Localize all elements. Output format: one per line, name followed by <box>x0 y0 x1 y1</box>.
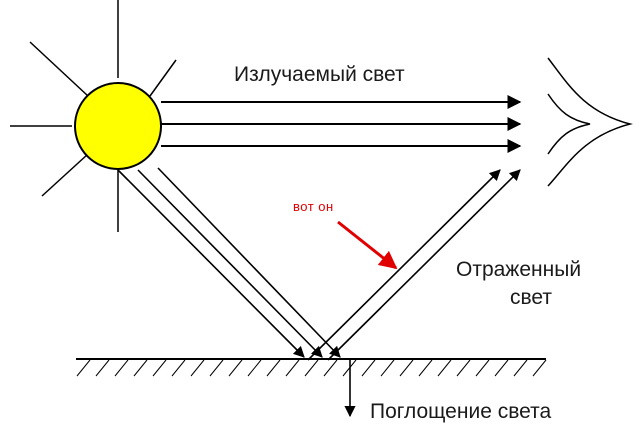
hatch-mark <box>152 359 167 377</box>
hatch-mark <box>380 359 395 377</box>
annotation-label: вот он <box>293 199 334 214</box>
eye-icon <box>547 57 633 187</box>
eye-outline <box>547 57 633 187</box>
hatch-mark <box>285 359 300 377</box>
reflected-light-label-line2: свет <box>510 286 552 309</box>
hatch-mark <box>266 359 281 377</box>
emitted-light-label: Излучаемый свет <box>234 63 405 86</box>
eye-iris <box>547 93 591 155</box>
absorption-label: Поглощение света <box>370 400 551 423</box>
hatch-mark <box>76 359 91 377</box>
hatch-mark <box>228 359 243 377</box>
hatch-mark <box>418 359 433 377</box>
hatch-mark <box>513 359 528 377</box>
hatch-mark <box>399 359 414 377</box>
incident-rays <box>117 167 341 358</box>
hatch-mark <box>171 359 186 377</box>
sun-rays <box>10 0 177 232</box>
sun-disc <box>74 82 162 170</box>
sun-icon <box>10 0 177 232</box>
hatch-mark <box>456 359 471 377</box>
reflected-ray-2 <box>327 169 521 361</box>
hatch-mark <box>475 359 490 377</box>
incident-ray-3 <box>157 167 341 358</box>
hatch-mark <box>494 359 509 377</box>
annotation-arrow <box>337 220 398 270</box>
hatch-mark <box>247 359 262 377</box>
hatch-mark <box>190 359 205 377</box>
hatch-mark <box>133 359 148 377</box>
hatch-mark <box>437 359 452 377</box>
hatch-mark <box>323 359 338 377</box>
hatch-mark <box>95 359 110 377</box>
emitted-rays <box>161 95 522 153</box>
hatch-mark <box>361 359 376 377</box>
surface <box>76 358 547 377</box>
incident-ray-1 <box>117 169 305 358</box>
surface-hatching <box>76 359 547 377</box>
hatch-mark <box>532 359 547 377</box>
hatch-mark <box>304 359 319 377</box>
hatch-mark <box>114 359 129 377</box>
hatch-mark <box>342 359 357 377</box>
reflected-light-label-line1: Отраженный <box>456 258 581 281</box>
hatch-mark <box>209 359 224 377</box>
reflected-rays <box>307 169 521 361</box>
reflected-ray-1 <box>307 169 501 361</box>
incident-ray-2 <box>137 169 323 358</box>
